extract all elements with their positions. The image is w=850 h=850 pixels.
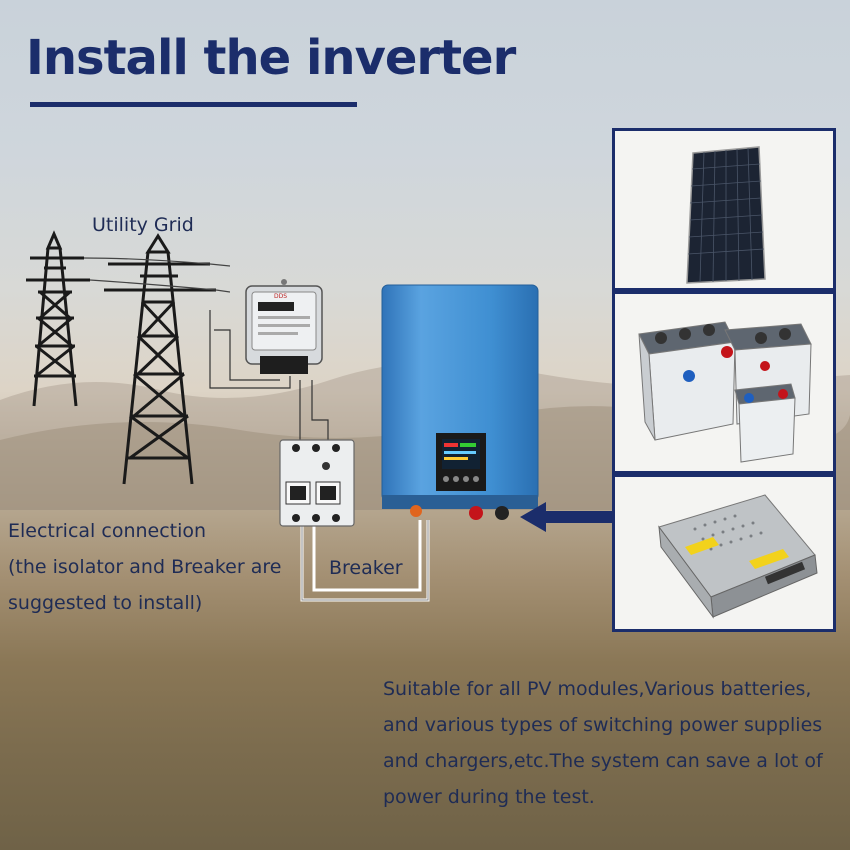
wiring-lines <box>209 310 430 602</box>
switching-power-supply-card <box>612 474 836 632</box>
solar-panel-icon <box>686 146 766 284</box>
power-supply-icon <box>658 494 818 619</box>
electric-meter-icon: DDS <box>245 279 323 374</box>
description: Suitable for all PV modules,Various batt… <box>383 671 823 815</box>
electrical-connection-note: Electrical connection (the isolator and … <box>8 513 281 621</box>
title-underline <box>30 102 357 107</box>
solar-panel-card <box>612 128 836 291</box>
svg-text:DDS: DDS <box>274 293 287 300</box>
electrical-connection-line-3: suggested to install) <box>8 592 203 614</box>
breaker-label: Breaker <box>329 557 403 579</box>
description-line-1: Suitable for all PV modules,Various batt… <box>383 678 812 700</box>
inverter-icon <box>381 284 539 520</box>
transmission-tower-icon <box>26 230 230 485</box>
description-line-2: and various types of switching power sup… <box>383 714 823 736</box>
arrow-left-icon <box>520 502 615 532</box>
battery-icon <box>638 321 812 463</box>
description-line-3: and chargers,etc.The system can save a l… <box>383 750 823 772</box>
page-title: Install the inverter <box>26 30 516 86</box>
description-line-4: power during the test. <box>383 786 595 808</box>
batteries-card <box>612 291 836 474</box>
breaker-icon <box>279 439 355 527</box>
electrical-connection-line-1: Electrical connection <box>8 520 207 542</box>
utility-grid-label: Utility Grid <box>92 214 194 236</box>
electrical-connection-line-2: (the isolator and Breaker are <box>8 556 282 578</box>
